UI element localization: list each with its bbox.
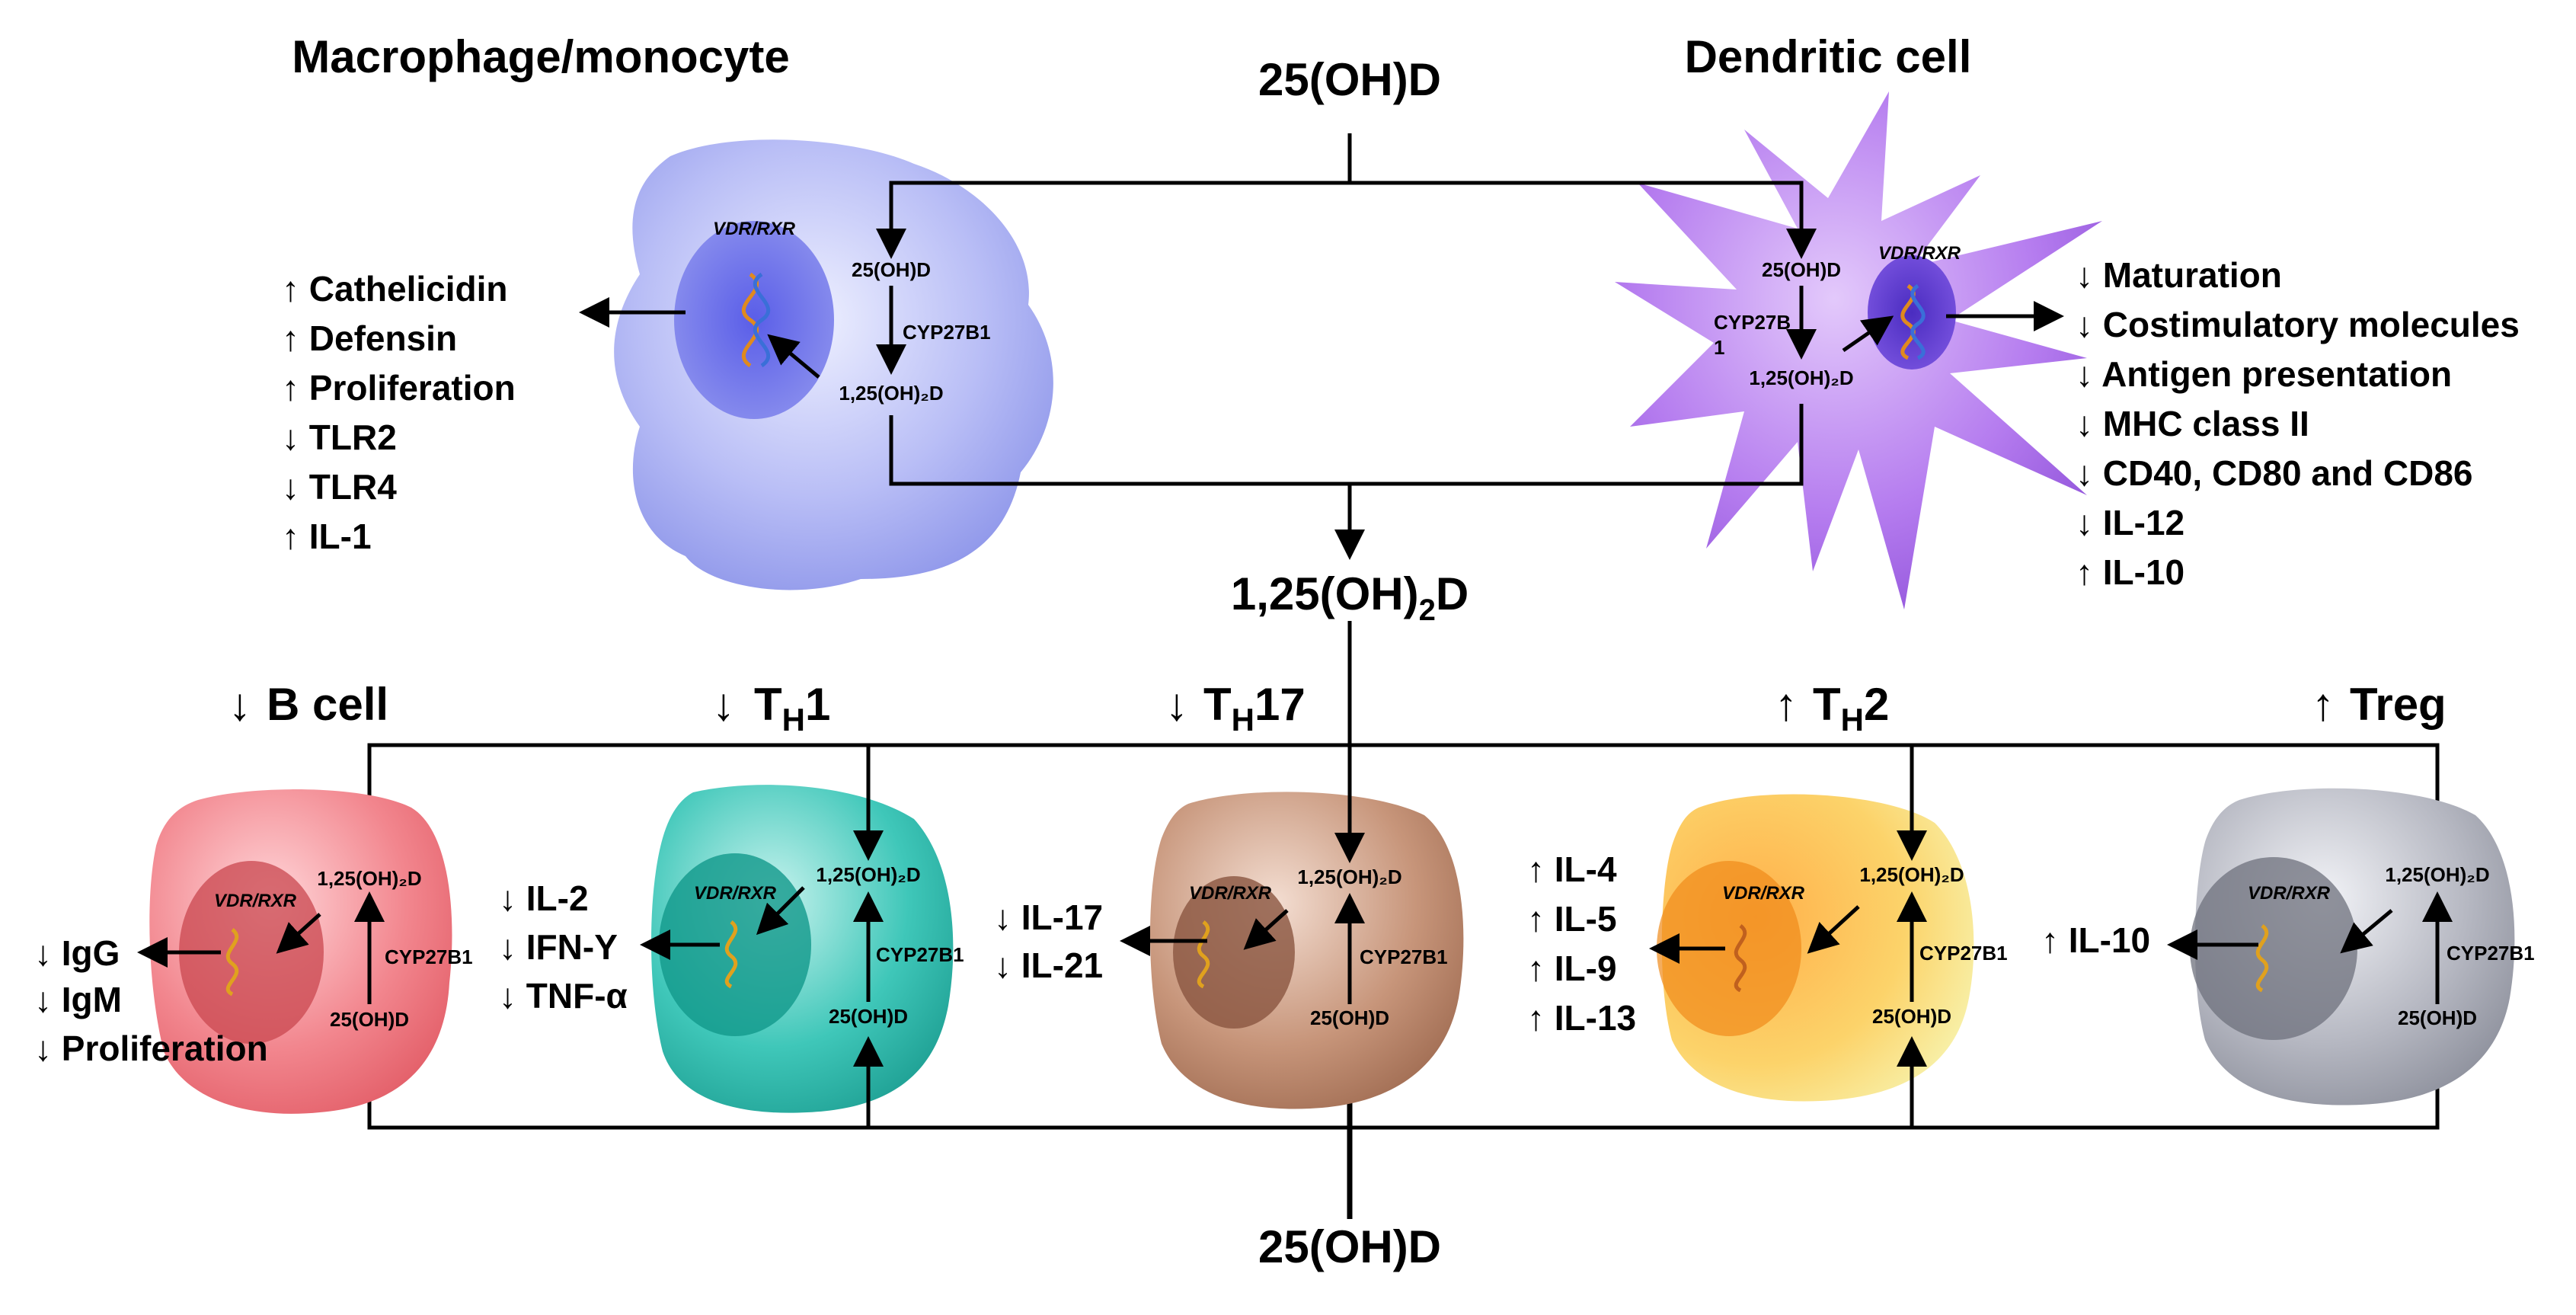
dendritic-binding-arrow (1842, 315, 1894, 353)
macrophage-effect: ↑ Defensin (282, 318, 457, 358)
dendritic-product: 1,25(OH)₂D (1749, 366, 1853, 389)
dna-icon (724, 920, 738, 989)
treg-nucleus (2190, 857, 2357, 1040)
th2-effect: ↑ IL-5 (1527, 899, 1617, 939)
dna-icon (2255, 924, 2269, 993)
th17-header: ↓TH17 (1165, 679, 1306, 737)
bcell-enzyme: CYP27B1 (385, 945, 473, 968)
th1-binding-arrow (756, 886, 805, 936)
dendritic-vdr-label: VDR/RXR (1878, 243, 1961, 264)
treg-substrate: 25(OH)D (2398, 1006, 2477, 1029)
dendritic-effect: ↓ Maturation (2076, 255, 2282, 295)
bcell-vdr: VDR/RXR (214, 891, 297, 911)
dna-icon (1900, 283, 1926, 360)
treg-product: 1,25(OH)₂D (2385, 863, 2489, 886)
th1-nucleus (659, 853, 811, 1036)
th2-enzyme: CYP27B1 (1919, 942, 2008, 965)
bottom-source-label: 25(OH)D (1258, 1221, 1441, 1272)
dna-icon (225, 928, 239, 997)
th2-binding-arrow (1807, 905, 1860, 954)
dendritic-effect: ↓ Costimulatory molecules (2076, 305, 2520, 344)
th17-nucleus (1173, 876, 1295, 1029)
th2-product: 1,25(OH)₂D (1859, 863, 1964, 886)
th1-substrate: 25(OH)D (829, 1005, 908, 1028)
treg-header: ↑Treg (2312, 679, 2447, 730)
dendritic-enzyme: CYP27B (1714, 311, 1791, 334)
th17-product: 1,25(OH)₂D (1297, 865, 1401, 888)
th1-vdr: VDR/RXR (694, 883, 777, 904)
macrophage-product: 1,25(OH)₂D (839, 382, 943, 405)
dendritic-effect: ↓ MHC class II (2076, 404, 2309, 443)
dna-icon (1734, 924, 1747, 993)
macrophage-effect: ↑ Proliferation (282, 368, 516, 408)
th17-binding-arrow (1243, 909, 1289, 950)
th1-effect: ↓ IFN-Y (499, 927, 618, 967)
dna-icon (742, 272, 770, 368)
th1-header: ↓TH1 (712, 679, 830, 737)
bcell-effect: ↓ Proliferation (34, 1029, 268, 1068)
macrophage-effect: ↑ Cathelicidin (282, 269, 507, 309)
bcell-nucleus (179, 861, 324, 1044)
dendritic-title: Dendritic cell (1685, 31, 1972, 82)
dendritic-effect: ↓ CD40, CD80 and CD86 (2076, 453, 2473, 493)
macrophage-enzyme: CYP27B1 (903, 321, 991, 344)
dendritic-enzyme-cont: 1 (1714, 336, 1724, 359)
th1-effect: ↓ TNF-α (499, 976, 628, 1016)
macrophage-vdr-label: VDR/RXR (713, 219, 796, 239)
macrophage-binding-arrow (767, 334, 820, 379)
th17-vdr: VDR/RXR (1189, 883, 1272, 904)
th17-effect: ↓ IL-21 (994, 945, 1103, 985)
top-connector-lines (876, 133, 1817, 560)
th2-nucleus (1657, 861, 1801, 1036)
th1-product: 1,25(OH)₂D (816, 863, 920, 886)
th2-header: ↑TH2 (1775, 679, 1889, 737)
treg-vdr: VDR/RXR (2248, 883, 2331, 904)
th2-substrate: 25(OH)D (1872, 1005, 1951, 1028)
bcell-product: 1,25(OH)₂D (317, 867, 421, 890)
th1-enzyme: CYP27B1 (876, 943, 964, 966)
macrophage-effects-list: ↑ Cathelicidin ↑ Defensin ↑ Proliferatio… (282, 269, 516, 556)
dendritic-effect: ↓ IL-12 (2076, 503, 2184, 542)
bcell-substrate: 25(OH)D (330, 1008, 409, 1031)
macrophage-effect: ↓ TLR2 (282, 418, 397, 457)
center-product-label: 1,25(OH)2D (1231, 568, 1469, 627)
dendritic-substrate: 25(OH)D (1762, 258, 1841, 281)
th2-vdr: VDR/RXR (1722, 883, 1805, 904)
th2-effect: ↑ IL-13 (1527, 998, 1636, 1038)
macrophage-nucleus (674, 221, 834, 419)
bcell-effect: ↓ IgG (34, 933, 120, 973)
th17-enzyme: CYP27B1 (1360, 945, 1448, 968)
dendritic-effect: ↓ Antigen presentation (2076, 354, 2452, 394)
top-source-label: 25(OH)D (1258, 54, 1441, 105)
dna-icon (1197, 920, 1210, 989)
macrophage-effect: ↑ IL-1 (282, 517, 372, 556)
th2-effect: ↑ IL-9 (1527, 949, 1617, 988)
treg-binding-arrow (2340, 909, 2393, 954)
macrophage-effect: ↓ TLR4 (282, 467, 397, 507)
th2-effect: ↑ IL-4 (1527, 849, 1617, 889)
bcell-header: ↓B cell (229, 679, 388, 730)
th17-effect: ↓ IL-17 (994, 897, 1103, 937)
treg-effect: ↑ IL-10 (2041, 920, 2150, 960)
th1-cell (651, 785, 954, 1113)
macrophage-title: Macrophage/monocyte (292, 31, 789, 82)
th1-effect: ↓ IL-2 (499, 878, 589, 918)
dendritic-effects-list: ↓ Maturation ↓ Costimulatory molecules ↓… (2076, 255, 2520, 592)
bcell-binding-arrow (276, 913, 321, 954)
th17-cell (1150, 792, 1464, 1109)
dendritic-effect: ↑ IL-10 (2076, 552, 2184, 592)
macrophage-cell (614, 139, 1053, 590)
th17-substrate: 25(OH)D (1310, 1006, 1389, 1029)
bcell-effect: ↓ IgM (34, 980, 122, 1019)
macrophage-substrate: 25(OH)D (852, 258, 931, 281)
dendritic-nucleus (1868, 255, 1956, 370)
treg-enzyme: CYP27B1 (2447, 942, 2535, 965)
dendritic-cell (1615, 91, 2102, 610)
